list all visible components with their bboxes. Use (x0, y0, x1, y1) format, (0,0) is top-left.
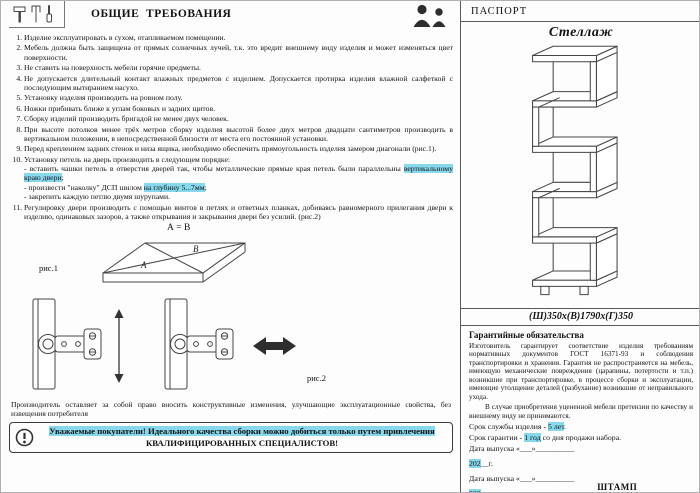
passport-heading: ПАСПОРТ (461, 1, 699, 22)
service-life-value: 5 лет (548, 422, 565, 432)
diagonal-a-label: А (140, 260, 147, 270)
requirement-item-9: Перед креплением задних стенок и низа ящ… (24, 144, 453, 153)
item10-main: Установку петель на дверь производить в … (24, 154, 230, 164)
item10-sub-1: - вставить чашки петель в отверстия двер… (24, 164, 453, 183)
requirement-item-2: Мебель должна быть защищена от прямых со… (24, 43, 453, 62)
exclamation-icon (15, 428, 34, 447)
diagonal-b-label: В (193, 244, 199, 254)
two-people-icon (411, 3, 453, 34)
figure2-hinge-adjustment-drawing (32, 298, 296, 390)
product-name: Стеллаж (548, 25, 614, 40)
hammer-tools-icon (13, 5, 52, 23)
requirement-item-4: Не допускается длительный контакт влажны… (24, 74, 453, 93)
release-date-line-1: Дата выпуска «___»__________ 202__г. (469, 444, 575, 469)
people-silhouettes-icon (413, 4, 446, 27)
store-stamp-label: ШТАМП МАГАЗИНА (597, 481, 652, 492)
manufacturer-note: Производитель оставляет за собой право в… (11, 400, 451, 419)
service-life-line: Срок службы изделия - 5 лет. (469, 422, 566, 432)
release-date-line-2: Дата выпуска «___»__________ 202__г. (469, 472, 597, 492)
requirement-item-3: Не ставить на поверхность мебели горячие… (24, 63, 453, 72)
shelf-unit-drawing (532, 45, 618, 296)
figure1-box-diagonals-drawing: А В (102, 242, 246, 283)
requirements-list: Изделие эксплуатировать в сухом, отаплив… (9, 33, 453, 221)
requirement-item-5: Установку изделия производить на ровном … (24, 93, 453, 102)
notice-tail: КВАЛИФИЦИРОВАННЫХ СПЕЦИАЛИСТОВ! (145, 437, 339, 448)
left-title: ОБЩИЕ ТРЕБОВАНИЯ (91, 8, 232, 20)
year-highlight-1: 202 (469, 459, 481, 469)
passport-column: ПАСПОРТ Стеллаж (460, 1, 699, 492)
warranty-period-value: 1 год (524, 433, 541, 443)
requirement-item-7: Сборку изделий производить бригадой не м… (24, 114, 453, 123)
shelf-drawing-wrap (469, 43, 693, 306)
requirement-item-6: Ножки прибивать ближе к углам боковых и … (24, 104, 453, 113)
requirement-item-8: При высоте потолков менее трёх метров сб… (24, 125, 453, 144)
notice-highlight: Уважаемые покупатели! Идеального качеств… (49, 426, 435, 437)
notice-text: Уважаемые покупатели! Идеального качеств… (40, 426, 444, 449)
highlight-depth: на глубину 5...7мм (143, 182, 205, 192)
dimensions-label: (Ш)350х(В)1790х(Г)350 (461, 308, 699, 326)
requirement-item-10: Установку петель на дверь производить в … (24, 155, 453, 202)
horizontal-adjust-arrow (253, 337, 296, 356)
warranty-period-line: Срок гарантии - 1 год со дня продажи наб… (469, 433, 622, 443)
warranty-title: Гарантийные обязательства (469, 330, 584, 340)
warranty-paragraph-1: Изготовитель гарантирует соответствие из… (469, 342, 693, 401)
item10-sub-3: - закрепить каждую петлю двумя шурупами. (24, 192, 171, 202)
left-header: ОБЩИЕ ТРЕБОВАНИЯ (9, 1, 453, 31)
year-highlight-2: 202 (469, 488, 481, 492)
requirement-item-1: Изделие эксплуатировать в сухом, отаплив… (24, 33, 453, 42)
figure2-caption: рис.2 (307, 373, 326, 384)
release-dates: Дата выпуска «___»__________ 202__г. Дат… (469, 442, 597, 492)
warranty-paragraph-2: В случае приобретения уцененной мебели п… (469, 403, 693, 420)
general-requirements-column: ОБЩИЕ ТРЕБОВАНИЯ Изделие эксплуатировать… (1, 1, 460, 492)
figure1-caption: рис.1 (39, 263, 58, 274)
dates-and-stamp-row: Дата выпуска «___»__________ 202__г. Дат… (469, 442, 693, 492)
item10-sub-2: - произвести "наколку" ДСП шилом на глуб… (24, 182, 207, 192)
requirement-item-11: Регулировку двери производить с помощью … (24, 203, 453, 222)
customers-notice-box: Уважаемые покупатели! Идеального качеств… (9, 422, 453, 453)
figures-area: А = В А В рис.1 (9, 223, 453, 399)
diagonal-equation-label: А = В (167, 223, 191, 234)
tools-icon (9, 1, 65, 28)
